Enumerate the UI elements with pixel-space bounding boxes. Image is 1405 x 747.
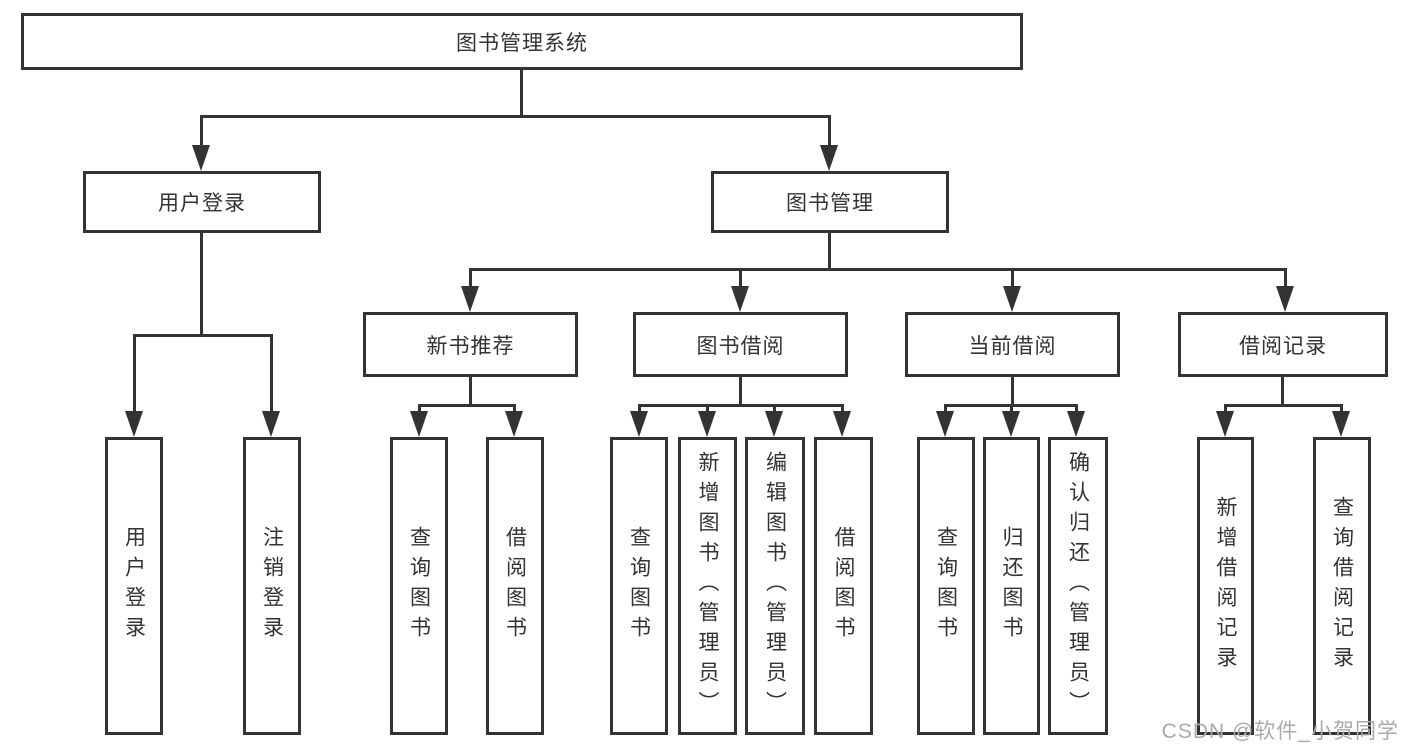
leaf-add-books-admin-label: 新增图书（管理员） [696,451,719,721]
arrowhead-leaf-5 [698,411,716,437]
leaf-borrow-books-recommend-label: 借阅图书 [503,526,527,646]
connector-stem-borrow-record [1284,268,1287,289]
arrowhead-borrow-record [1276,286,1294,312]
node-book-borrow: 图书借阅 [633,312,848,377]
connector-stem-leaf-login [133,334,136,412]
arrowhead-leaf-11 [1216,411,1234,437]
connector-bus-level2 [200,115,830,118]
arrowhead-leaf-2 [410,411,428,437]
leaf-query-books-borrow-label: 查询图书 [627,526,651,646]
leaf-logout: 注销登录 [243,437,301,735]
connector-root-stem [520,69,523,118]
node-user-login-label: 用户登录 [158,192,246,215]
connector-stem-leaf-4 [638,404,641,413]
leaf-confirm-return-admin: 确认归还（管理员） [1048,437,1108,735]
connector-bus-level3 [469,268,1287,271]
leaf-user-login-label: 用户登录 [122,526,146,646]
arrowhead-leaf-4 [630,411,648,437]
node-new-book-recommend: 新书推荐 [363,312,578,377]
connector-bus-new-book [418,404,516,407]
connector-stem-book-borrow [739,268,742,289]
arrowhead-leaf-8 [936,411,954,437]
arrowhead-leaf-7 [833,411,851,437]
arrowhead-new-book [461,286,479,312]
arrowhead-leaf-12 [1332,411,1350,437]
csdn-watermark: CSDN @软件_小贺同学 [1161,720,1399,743]
arrowhead-leaf-login [125,411,143,437]
leaf-return-books: 归还图书 [983,437,1040,735]
node-current-borrow-label: 当前借阅 [968,334,1057,358]
connector-bus-borrow-record [1224,404,1342,407]
node-book-management: 图书管理 [711,171,949,233]
leaf-edit-books-admin: 编辑图书（管理员） [745,437,805,735]
connector-stem-leaf-7 [841,404,844,413]
leaf-add-borrow-record-label: 新增借阅记录 [1214,496,1237,676]
connector-stem-leaf-6 [773,404,776,413]
arrowhead-leaf-3 [505,411,523,437]
connector-borrow-record-stem [1281,377,1284,407]
arrowhead-book-borrow [731,286,749,312]
leaf-add-books-admin: 新增图书（管理员） [678,437,737,735]
connector-stem-leaf-8 [944,404,947,413]
leaf-borrow-books-label: 借阅图书 [832,526,855,646]
leaf-edit-books-admin-label: 编辑图书（管理员） [763,451,787,721]
leaf-return-books-label: 归还图书 [1000,526,1023,646]
leaf-query-books-recommend-label: 查询图书 [407,526,431,646]
node-root: 图书管理系统 [21,13,1023,70]
leaf-query-books-current: 查询图书 [917,437,975,735]
leaf-query-borrow-record-label: 查询借阅记录 [1330,496,1354,676]
connector-stem-leaf-2 [418,404,421,413]
connector-stem-leaf-12 [1340,404,1343,413]
arrowhead-user-login [192,145,210,171]
connector-user-login-stem [200,233,203,337]
arrowhead-leaf-9 [1002,411,1020,437]
arrowhead-leaf-logout [262,411,280,437]
connector-stem-book-management [828,115,831,146]
node-borrow-record: 借阅记录 [1178,312,1388,377]
node-book-management-label: 图书管理 [786,192,874,215]
node-current-borrow: 当前借阅 [905,312,1120,377]
node-user-login: 用户登录 [83,171,321,233]
leaf-add-borrow-record: 新增借阅记录 [1197,437,1254,735]
connector-stem-new-book [469,268,472,289]
connector-stem-leaf-5 [706,404,709,413]
leaf-borrow-books-recommend: 借阅图书 [486,437,544,735]
leaf-confirm-return-admin-label: 确认归还（管理员） [1066,451,1090,721]
connector-current-borrow-stem [1011,377,1014,407]
leaf-query-books-recommend: 查询图书 [390,437,448,735]
arrowhead-leaf-6 [765,411,783,437]
arrowhead-current-borrow [1003,286,1021,312]
connector-stem-leaf-9 [1010,404,1013,413]
leaf-query-books-current-label: 查询图书 [934,526,958,646]
connector-new-book-stem [469,377,472,407]
leaf-user-login: 用户登录 [105,437,163,735]
node-new-book-recommend-label: 新书推荐 [426,334,515,358]
connector-book-management-stem [828,233,831,270]
connector-stem-leaf-11 [1224,404,1227,413]
connector-stem-user-login [200,115,203,146]
connector-bus-user-login [133,334,273,337]
connector-stem-current-borrow [1011,268,1014,289]
node-root-label: 图书管理系统 [456,31,588,55]
leaf-logout-label: 注销登录 [260,526,284,646]
leaf-query-books-borrow: 查询图书 [610,437,668,735]
arrowhead-book-management [820,145,838,171]
connector-stem-leaf-logout [270,334,273,412]
connector-stem-leaf-10 [1075,404,1078,413]
leaf-borrow-books: 借阅图书 [814,437,873,735]
arrowhead-leaf-10 [1067,411,1085,437]
connector-book-borrow-stem [739,377,742,407]
node-borrow-record-label: 借阅记录 [1239,334,1327,358]
leaf-query-borrow-record: 查询借阅记录 [1313,437,1371,735]
connector-bus-book-borrow [638,404,844,407]
node-book-borrow-label: 图书借阅 [696,334,785,358]
connector-stem-leaf-3 [513,404,516,413]
